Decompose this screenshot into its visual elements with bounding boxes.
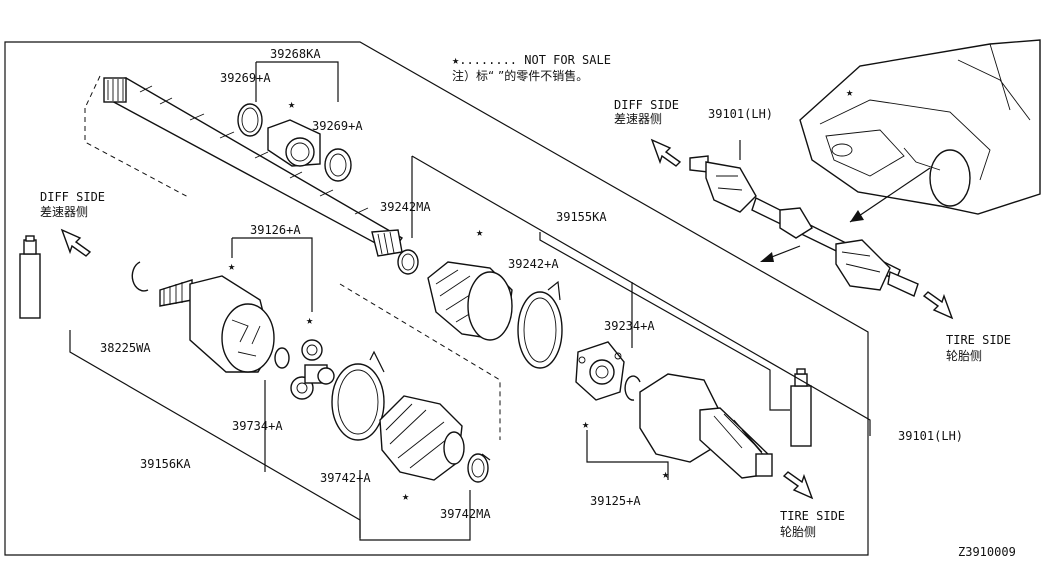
boot-inner xyxy=(427,261,513,341)
band-39269-right xyxy=(324,148,352,182)
label-39742MA: 39742MA xyxy=(440,507,491,521)
leader-lines xyxy=(69,61,871,541)
star-icon: ★ xyxy=(582,417,589,431)
legend-star-text: ★........ NOT FOR SALE xyxy=(452,53,611,67)
diagram-code: Z3910009 xyxy=(958,545,1016,559)
label-39269A-left: 39269+A xyxy=(220,71,271,85)
car-pointer-arrow xyxy=(849,167,931,223)
label-39242MA: 39242MA xyxy=(380,200,431,214)
hollow-arrow-icon xyxy=(60,228,92,257)
bearing-cage-39125A xyxy=(575,341,625,401)
star-icon: ★ xyxy=(402,489,409,503)
drive-shaft xyxy=(103,77,404,257)
spider-assembly xyxy=(290,339,335,400)
band-39269-left xyxy=(237,103,263,137)
label-39269A-right: 39269+A xyxy=(312,119,363,133)
inner-joint-housing xyxy=(159,275,275,373)
star-markers: ★ ★ ★ ★ ★ ★ ★ ★ xyxy=(228,85,853,503)
label-38225WA: 38225WA xyxy=(100,341,151,355)
label-39742A: 39742+A xyxy=(320,471,371,485)
tire-side-right-cn: 轮胎侧 xyxy=(946,349,982,363)
diagram-frame xyxy=(4,41,869,556)
assembled-shaft xyxy=(689,155,919,297)
label-39155KA: 39155KA xyxy=(556,210,607,224)
diff-side-top-en: DIFF SIDE xyxy=(614,98,679,112)
label-39234A: 39234+A xyxy=(604,319,655,333)
tire-side-bottom-en: TIRE SIDE xyxy=(780,509,845,523)
grease-tube-left xyxy=(19,235,41,319)
snap-ring-39734A xyxy=(274,347,290,369)
hollow-arrow-icon xyxy=(650,138,682,167)
tire-side-bottom-cn: 轮胎侧 xyxy=(780,525,816,539)
band-39242MA xyxy=(397,249,419,275)
label-39268KA: 39268KA xyxy=(270,47,321,61)
tire-side-right-en: TIRE SIDE xyxy=(946,333,1011,347)
damper-39268KA xyxy=(267,119,321,167)
diff-side-left-en: DIFF SIDE xyxy=(40,190,105,204)
star-icon: ★ xyxy=(846,85,853,99)
star-icon: ★ xyxy=(288,97,295,111)
diff-side-top-cn: 差速器侧 xyxy=(614,112,662,126)
band-39742MA xyxy=(467,453,491,483)
lower-dashed-outline xyxy=(339,283,501,440)
shaft-pointer-arrow xyxy=(760,245,801,262)
diff-side-left-cn: 差速器侧 xyxy=(40,205,88,219)
outer-joint xyxy=(639,373,773,479)
band-39242A xyxy=(517,280,563,369)
snap-ring-39234A xyxy=(624,375,641,401)
car-front xyxy=(799,39,1041,215)
snap-ring-38225WA xyxy=(131,261,149,292)
boot-outer xyxy=(379,395,465,481)
label-39734A: 39734+A xyxy=(232,419,283,433)
shaft-dashed-outline xyxy=(84,75,191,199)
star-icon: ★ xyxy=(228,259,235,273)
legend-note-text: 注）标“ ”的零件不销售。 xyxy=(452,68,588,83)
star-icon: ★ xyxy=(476,225,483,239)
label-39125A: 39125+A xyxy=(590,494,641,508)
label-39126A: 39126+A xyxy=(250,223,301,237)
label-39101LH-right: 39101(LH) xyxy=(898,429,963,443)
label-39242A: 39242+A xyxy=(508,257,559,271)
band-39742A-large xyxy=(331,350,385,441)
star-icon: ★ xyxy=(306,313,313,327)
hollow-arrow-icon xyxy=(782,471,814,500)
label-39156KA: 39156KA xyxy=(140,457,191,471)
hollow-arrow-icon xyxy=(922,291,954,320)
label-39101LH-top: 39101(LH) xyxy=(708,107,773,121)
star-icon: ★ xyxy=(662,467,669,481)
